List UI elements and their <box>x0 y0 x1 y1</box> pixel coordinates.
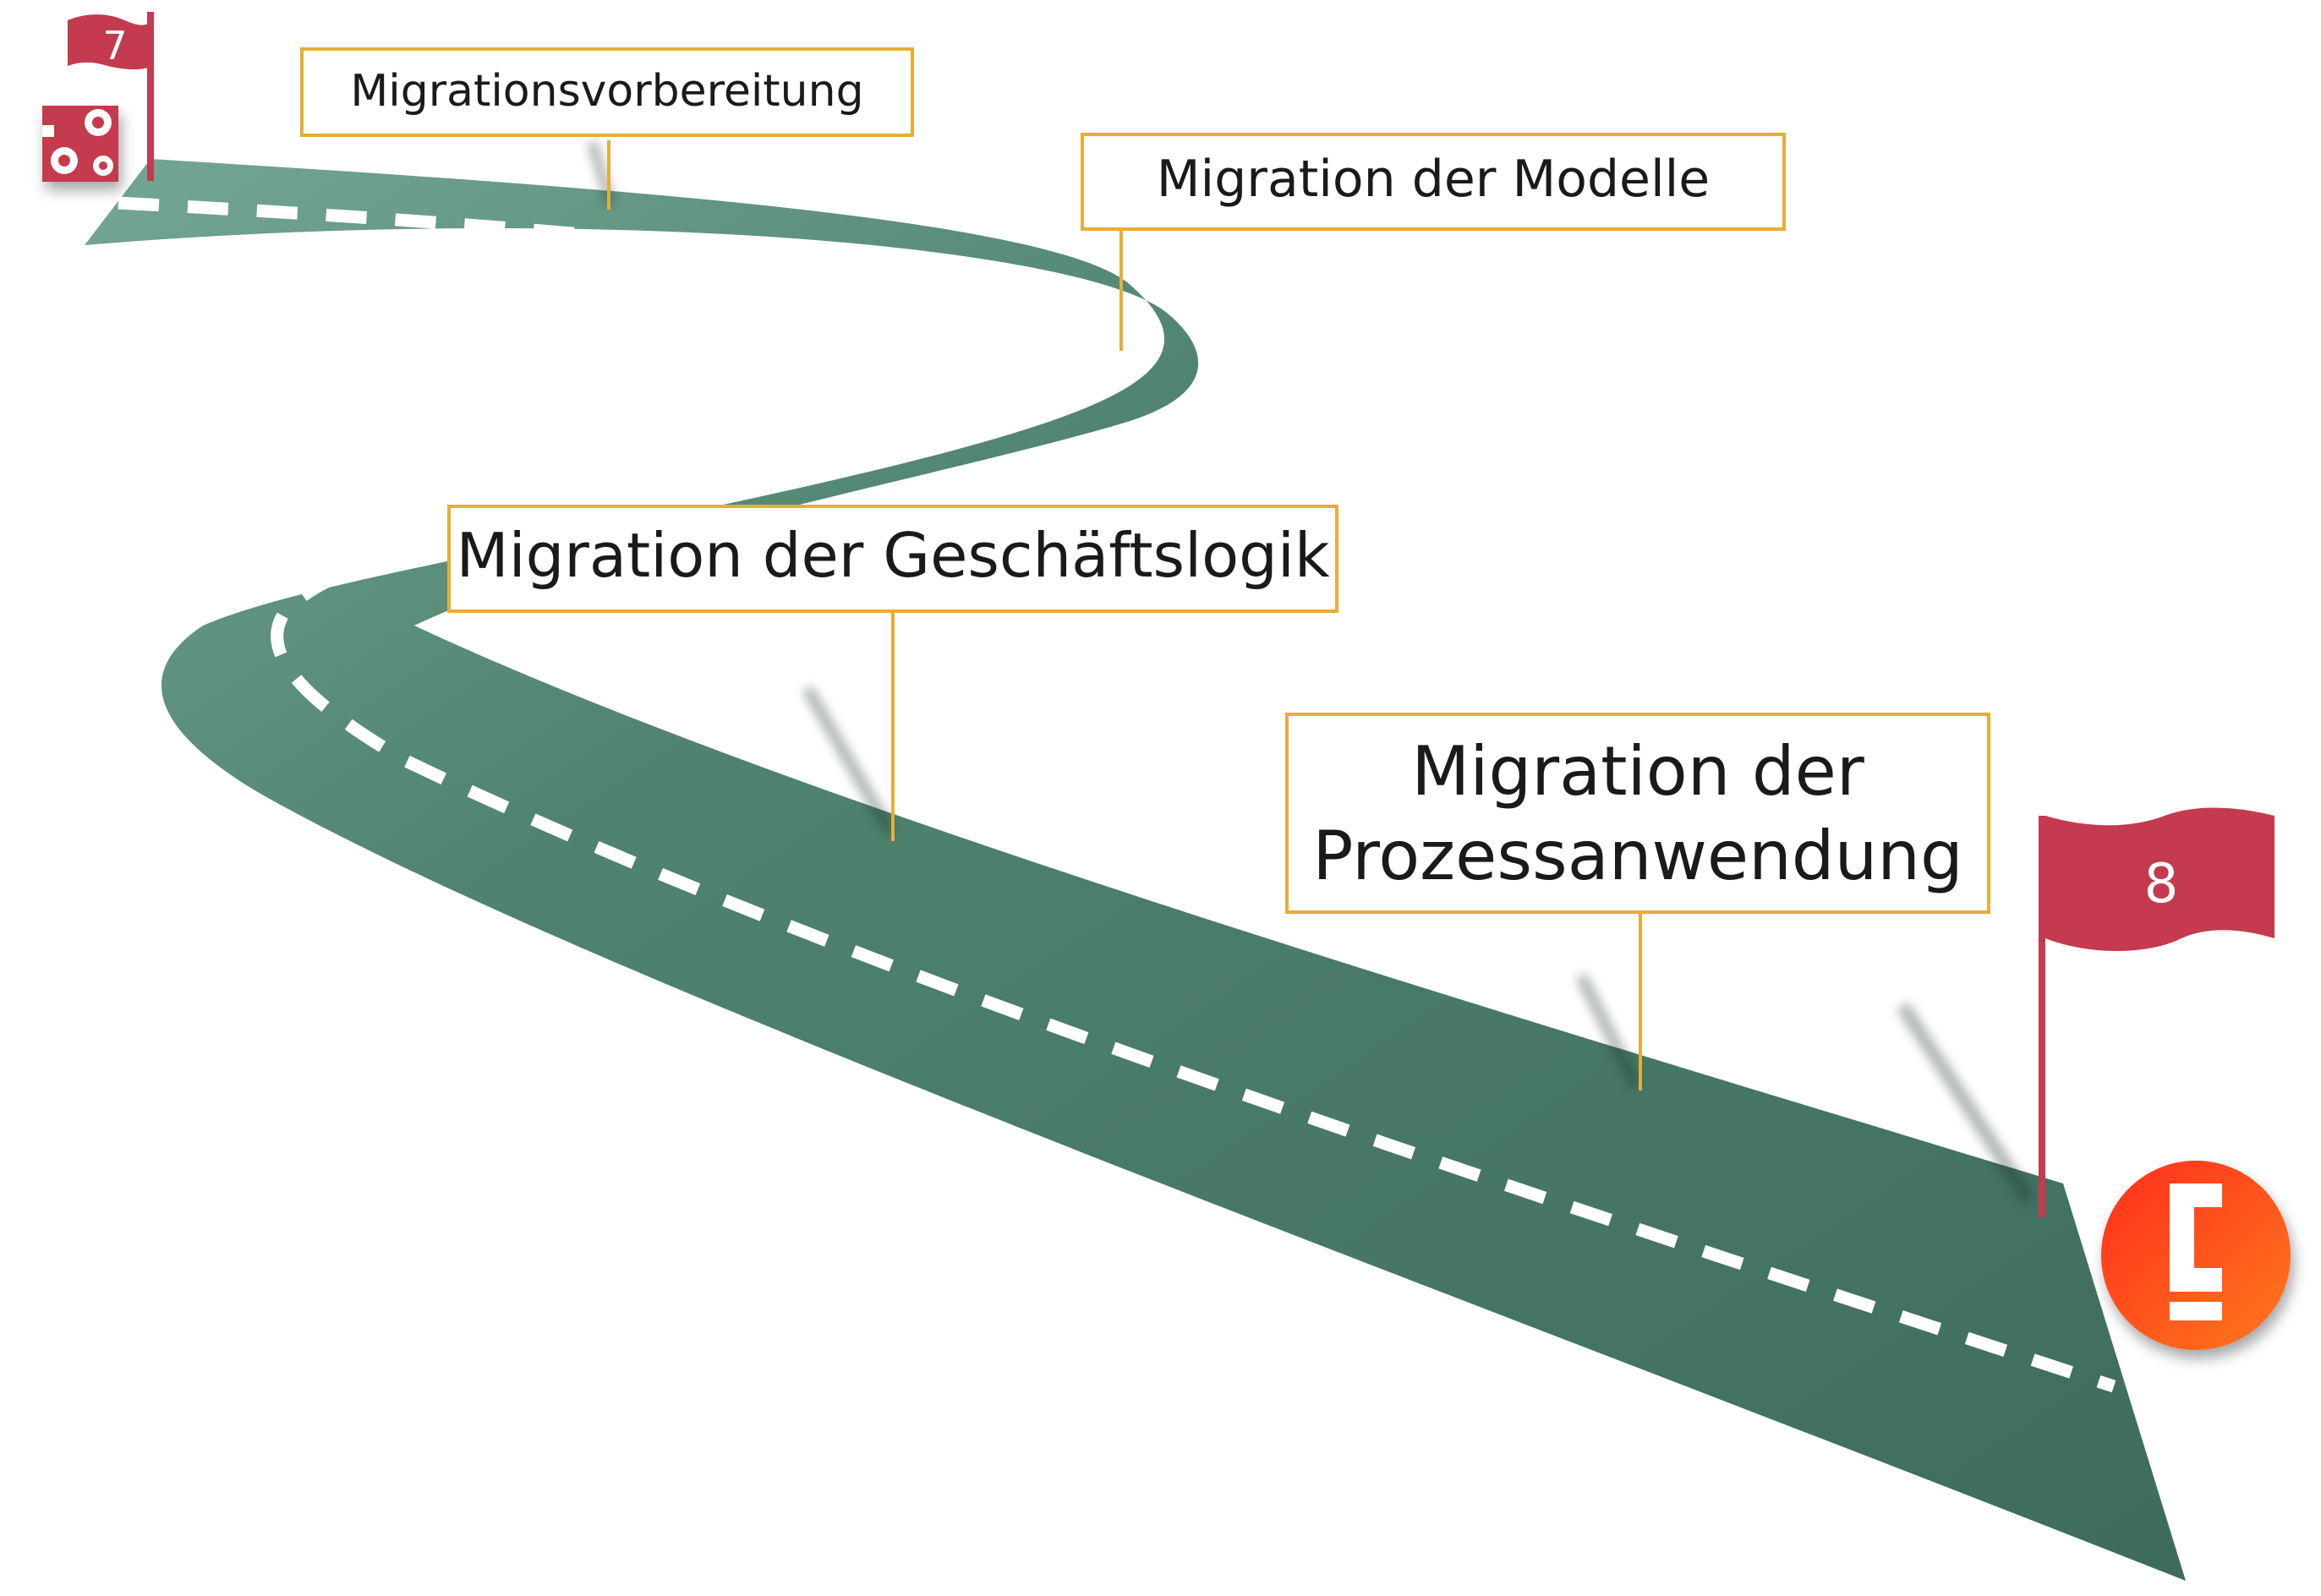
step-label-2-text: Migration der Modelle <box>1157 150 1710 209</box>
end-flag: 8 <box>2039 807 2274 1217</box>
c-logo-icon <box>2101 1161 2291 1350</box>
gears-icon <box>42 106 118 182</box>
start-flag-number: 7 <box>102 23 127 68</box>
step-label-3-text: Migration der Geschäftslogik <box>456 520 1329 591</box>
step-label-4-line1: Migration der <box>1411 732 1864 811</box>
end-flag-cloth <box>2045 807 2274 951</box>
start-flag-cloth <box>68 14 149 70</box>
step-label-1: Migrationsvorbereitung <box>300 47 914 137</box>
step-label-1-text: Migrationsvorbereitung <box>350 66 863 117</box>
step-label-4: Migration der Prozessanwendung <box>1285 713 1990 914</box>
step-label-3: Migration der Geschäftslogik <box>447 505 1338 613</box>
start-flag: 7 <box>68 12 154 181</box>
end-flag-number: 8 <box>2144 853 2179 916</box>
step-label-4-line2: Prozessanwendung <box>1312 817 1963 895</box>
road <box>85 159 2186 1581</box>
label-connectors <box>607 140 1642 1090</box>
road-center-dashes <box>118 196 2116 1393</box>
pole-shadows <box>587 140 2035 1205</box>
end-flag-pole <box>2039 816 2045 1217</box>
step-label-2: Migration der Modelle <box>1081 133 1786 231</box>
start-flag-pole <box>147 12 154 181</box>
